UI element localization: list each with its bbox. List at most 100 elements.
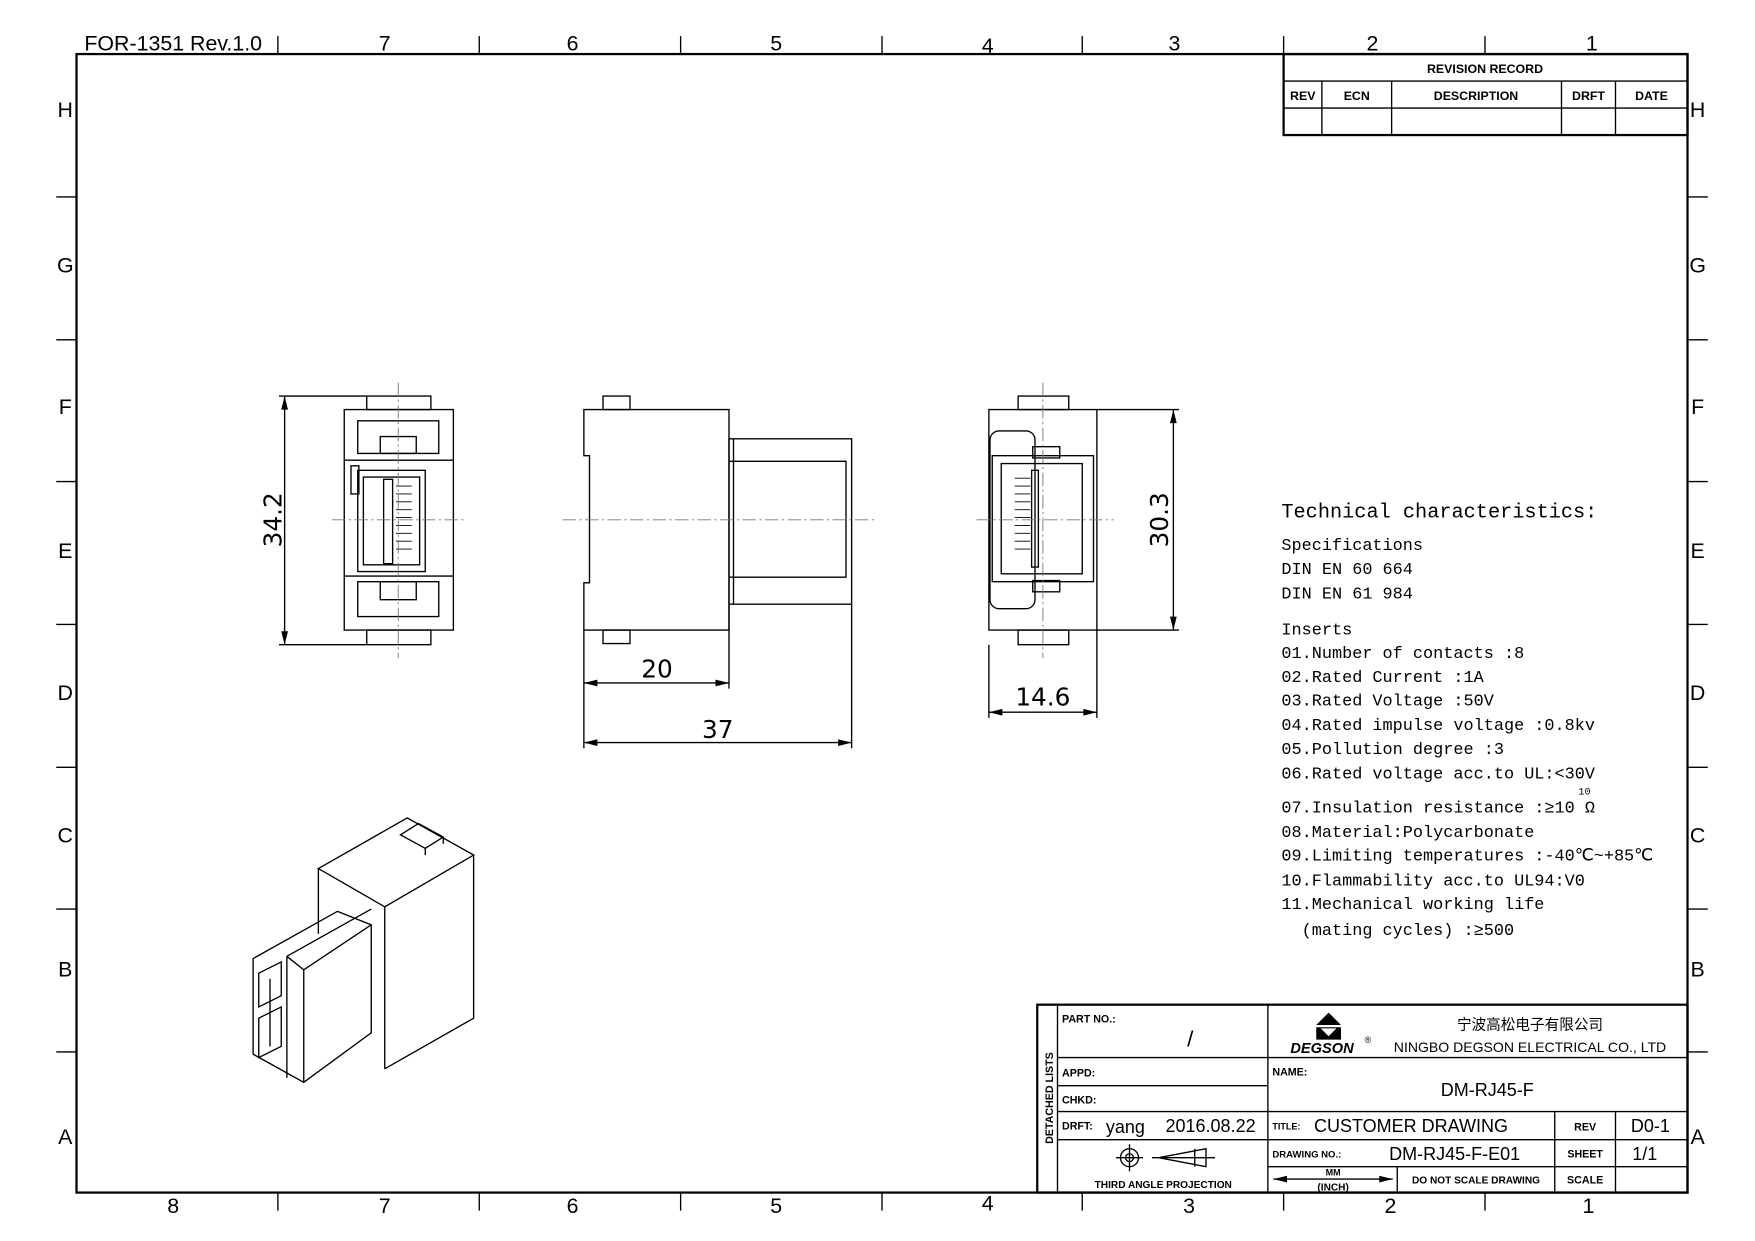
scale-label: SCALE xyxy=(1567,1175,1603,1187)
drafter-name: yang xyxy=(1106,1117,1145,1137)
svg-text:G: G xyxy=(1689,253,1706,277)
svg-text:A: A xyxy=(58,1125,73,1149)
side-view xyxy=(562,395,876,645)
svg-text:6: 6 xyxy=(567,1194,579,1218)
drawing-number: DM-RJ45-F-E01 xyxy=(1389,1144,1520,1164)
insert-item: 05.Pollution degree :3 xyxy=(1281,741,1504,760)
svg-text:2: 2 xyxy=(1367,32,1379,56)
drawing-title: CUSTOMER DRAWING xyxy=(1314,1116,1508,1136)
company-name-cn: 宁波高松电子有限公司 xyxy=(1457,1016,1603,1033)
revision-record-table: REVISION RECORD REV ECN DESCRIPTION DRFT… xyxy=(1282,52,1689,137)
svg-text:E: E xyxy=(58,539,72,563)
insert-item: 06.Rated voltage acc.to UL:<30V xyxy=(1281,766,1596,785)
part-name: DM-RJ45-F xyxy=(1441,1080,1534,1100)
zone-labels-right: H G F E D C B A xyxy=(1689,98,1706,1149)
drft-header: DRFT xyxy=(1572,89,1605,103)
spec-item: DIN EN 61 984 xyxy=(1281,586,1413,605)
dimension-30-3-label: 30.3 xyxy=(1145,492,1174,547)
insert-item: 10.Flammability acc.to UL94:V0 xyxy=(1281,872,1585,891)
draft-date: 2016.08.22 xyxy=(1166,1116,1256,1136)
revision-record-title: REVISION RECORD xyxy=(1427,62,1543,76)
drft-label: DRFT: xyxy=(1062,1121,1093,1133)
detached-lists-label: DETACHED LISTS xyxy=(1044,1052,1056,1144)
form-id: FOR-1351 Rev.1.0 xyxy=(84,32,262,56)
degson-logo: DEGSON ® xyxy=(1290,1012,1372,1057)
third-angle-projection-icon xyxy=(1116,1144,1215,1172)
dimension-20: 20 xyxy=(583,604,730,749)
svg-text:E: E xyxy=(1691,539,1705,563)
dimension-14-6-label: 14.6 xyxy=(1015,682,1070,711)
zone-labels-top: 7 6 5 4 3 2 1 xyxy=(379,32,1598,58)
projection-label: THIRD ANGLE PROJECTION xyxy=(1095,1180,1232,1191)
dimension-37-label: 37 xyxy=(702,715,734,744)
svg-text:H: H xyxy=(58,98,73,122)
inserts-heading: Inserts xyxy=(1281,622,1352,641)
insert-item: 09.Limiting temperatures :-40℃~+85℃ xyxy=(1281,848,1653,867)
drawing-frame xyxy=(75,52,1689,1194)
svg-text:C: C xyxy=(58,824,73,848)
description-header: DESCRIPTION xyxy=(1434,89,1519,103)
svg-text:7: 7 xyxy=(379,32,391,56)
svg-text:4: 4 xyxy=(982,34,994,58)
dimension-34-2: 34.2 xyxy=(258,395,367,646)
svg-text:B: B xyxy=(1691,958,1705,982)
sheet-label: SHEET xyxy=(1567,1149,1603,1161)
part-no-label: PART NO.: xyxy=(1062,1014,1116,1026)
drawing-no-label: DRAWING NO.: xyxy=(1272,1150,1341,1161)
svg-text:8: 8 xyxy=(167,1194,179,1218)
svg-text:DEGSON: DEGSON xyxy=(1290,1041,1354,1057)
svg-text:F: F xyxy=(59,395,72,419)
rev-value: D0-1 xyxy=(1631,1116,1670,1136)
insert-item: 04.Rated impulse voltage :0.8kv xyxy=(1281,717,1595,736)
unit-inch: (INCH) xyxy=(1317,1182,1348,1193)
svg-text:6: 6 xyxy=(567,32,579,56)
svg-text:2: 2 xyxy=(1385,1194,1397,1218)
svg-text:5: 5 xyxy=(770,1194,782,1218)
svg-text:D: D xyxy=(1690,681,1705,705)
svg-text:G: G xyxy=(57,253,74,277)
title-block: DETACHED LISTS PART NO.: / APPD: CHKD: D… xyxy=(1036,1003,1689,1194)
svg-text:H: H xyxy=(1690,98,1705,122)
insert-item: 08.Material:Polycarbonate xyxy=(1281,824,1534,843)
rear-view xyxy=(976,382,1114,659)
appd-label: APPD: xyxy=(1062,1068,1095,1080)
insert-item: (mating cycles) :≥500 xyxy=(1281,922,1514,941)
isometric-view xyxy=(252,817,475,1084)
zone-labels-left: H G F E D C B A xyxy=(57,98,74,1149)
sheet-value: 1/1 xyxy=(1632,1144,1657,1164)
insert-item: 07.Insulation resistance :≥10 Ω xyxy=(1281,799,1595,818)
zone-labels-bottom: 8 7 6 5 4 3 2 1 xyxy=(167,1192,1594,1218)
svg-text:B: B xyxy=(58,958,72,982)
title-label: TITLE: xyxy=(1272,1122,1300,1132)
dimension-30-3: 30.3 xyxy=(1096,408,1179,631)
insert-item: 03.Rated Voltage :50V xyxy=(1281,692,1494,711)
front-view xyxy=(331,382,467,659)
svg-text:®: ® xyxy=(1365,1035,1372,1045)
name-label: NAME: xyxy=(1272,1067,1307,1079)
unit-arrow-icon xyxy=(1273,1175,1393,1183)
rev-label: REV xyxy=(1574,1122,1597,1134)
unit-mm: MM xyxy=(1326,1168,1341,1178)
dimension-14-6: 14.6 xyxy=(988,630,1098,718)
insert-item: 02.Rated Current :1A xyxy=(1281,669,1484,688)
dimension-20-label: 20 xyxy=(641,654,673,683)
insert-item: 11.Mechanical working life xyxy=(1281,896,1544,915)
zone-ticks xyxy=(56,36,1708,1211)
svg-text:7: 7 xyxy=(379,1194,391,1218)
do-not-scale-note: DO NOT SCALE DRAWING xyxy=(1412,1176,1540,1187)
ecn-header: ECN xyxy=(1344,89,1370,103)
insulation-exponent: 10 xyxy=(1578,787,1590,798)
tech-title: Technical characteristics: xyxy=(1281,502,1597,525)
svg-text:3: 3 xyxy=(1183,1194,1195,1218)
chkd-label: CHKD: xyxy=(1062,1095,1096,1107)
svg-text:3: 3 xyxy=(1169,32,1181,56)
dimension-37: 37 xyxy=(583,604,853,749)
part-no-value: / xyxy=(1187,1026,1194,1051)
technical-characteristics: Technical characteristics: Specification… xyxy=(1281,502,1653,941)
svg-text:1: 1 xyxy=(1586,32,1598,56)
svg-text:1: 1 xyxy=(1583,1194,1595,1218)
svg-text:A: A xyxy=(1691,1125,1706,1149)
spec-heading: Specifications xyxy=(1281,537,1423,556)
date-header: DATE xyxy=(1635,89,1668,103)
